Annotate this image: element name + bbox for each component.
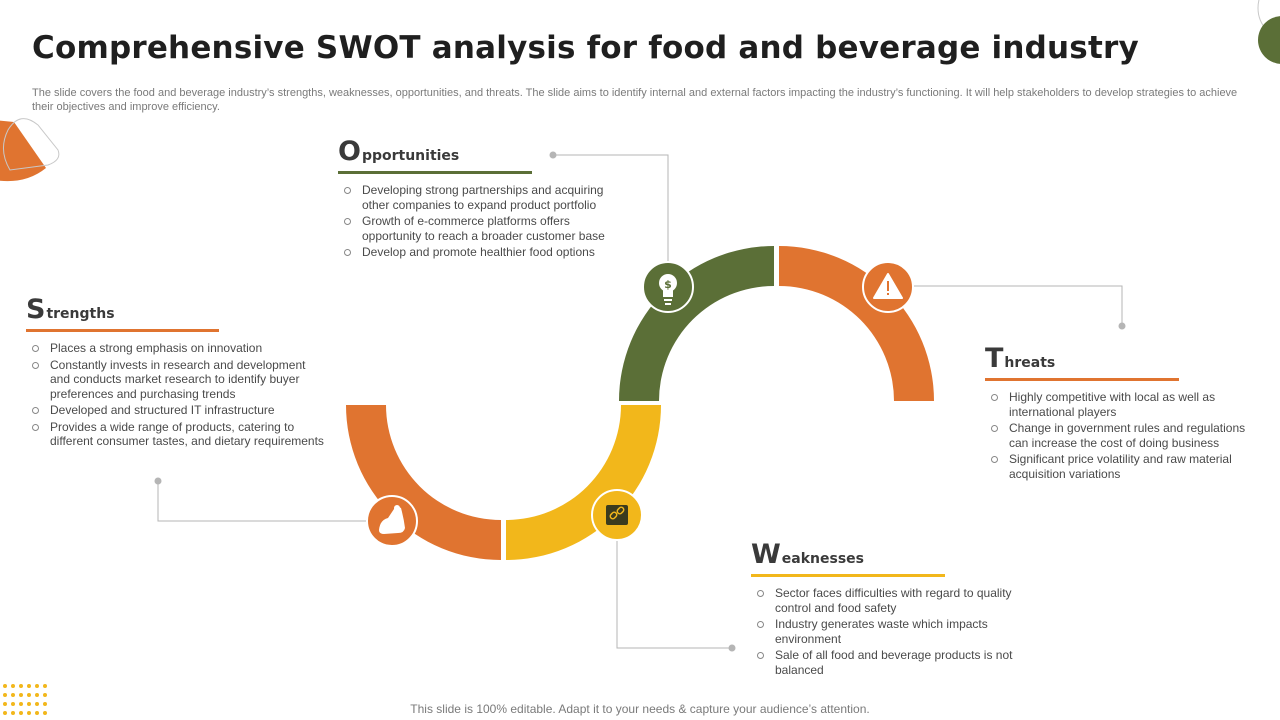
opportunities-section: Opportunities Developing strong partners… [338, 136, 618, 262]
warning-triangle-icon [862, 261, 914, 313]
list-item: Places a strong emphasis on innovation [26, 341, 332, 356]
decor-dot [27, 693, 31, 697]
dot-grid-decoration [3, 684, 53, 720]
svg-text:$: $ [664, 278, 672, 291]
slide-footer: This slide is 100% editable. Adapt it to… [410, 702, 870, 716]
decor-dot [35, 693, 39, 697]
opportunities-heading: Opportunities [338, 136, 618, 169]
decor-dot [19, 684, 23, 688]
corner-triangle-orange [0, 120, 46, 182]
decor-dot [19, 693, 23, 697]
strengths-section: Strengths Places a strong emphasis on in… [26, 294, 332, 451]
decor-dot [43, 684, 47, 688]
list-item: Developed and structured IT infrastructu… [26, 403, 332, 418]
strengths-heading: Strengths [26, 294, 332, 327]
decor-dot [3, 684, 7, 688]
decor-dot [19, 711, 23, 715]
threats-rule [985, 378, 1179, 381]
decor-dot [27, 702, 31, 706]
connector-threats [905, 285, 1123, 326]
strengths-rule [26, 329, 219, 332]
opportunities-initial: O [338, 136, 361, 167]
connector-weaknesses [616, 540, 732, 649]
arc-threats [779, 246, 934, 401]
slide-title: Comprehensive SWOT analysis for food and… [32, 30, 1139, 66]
threats-heading: Threats [985, 343, 1255, 376]
weaknesses-initial: W [751, 539, 781, 570]
threats-label: hreats [1004, 355, 1056, 371]
connector-opportunities [553, 154, 669, 270]
decor-dot [3, 693, 7, 697]
decor-dot [27, 711, 31, 715]
lightbulb-dollar-icon: $ [642, 261, 694, 313]
corner-circle-outline [1257, 0, 1280, 39]
decor-dot [3, 702, 7, 706]
broken-chain-icon [591, 489, 643, 541]
connector-strengths [157, 481, 375, 522]
threats-initial: T [985, 343, 1004, 374]
list-item: Highly competitive with local as well as… [985, 390, 1255, 419]
list-item: Constantly invests in research and devel… [26, 358, 320, 402]
threats-section: Threats Highly competitive with local as… [985, 343, 1255, 483]
arc-strengths [346, 405, 501, 560]
opportunities-label: pportunities [361, 148, 460, 164]
flexed-arm-icon [366, 495, 418, 547]
decor-dot [43, 693, 47, 697]
arc-opportunities [619, 246, 774, 401]
weaknesses-heading: Weaknesses [751, 539, 1021, 572]
decor-dot [11, 684, 15, 688]
slide-subtitle: The slide covers the food and beverage i… [32, 87, 1238, 113]
decor-dot [43, 702, 47, 706]
strengths-initial: S [26, 294, 46, 325]
list-item: Developing strong partnerships and acqui… [338, 183, 618, 212]
corner-triangle-outline [3, 118, 60, 171]
list-item: Provides a wide range of products, cater… [26, 420, 332, 449]
decor-dot [27, 684, 31, 688]
decor-dot [11, 702, 15, 706]
decor-dot [3, 711, 7, 715]
list-item: Change in government rules and regulatio… [985, 421, 1255, 450]
strengths-list: Places a strong emphasis on innovation C… [26, 341, 332, 449]
weaknesses-list: Sector faces difficulties with regard to… [751, 586, 1021, 677]
decor-dot [11, 711, 15, 715]
decor-dot [43, 711, 47, 715]
decor-dot [19, 702, 23, 706]
weaknesses-label: eaknesses [781, 551, 865, 567]
weaknesses-rule [751, 574, 945, 577]
opportunities-rule [338, 171, 532, 174]
list-item: Significant price volatility and raw mat… [985, 452, 1255, 481]
decor-dot [35, 684, 39, 688]
decor-dot [35, 711, 39, 715]
strengths-label: trengths [46, 306, 115, 322]
decor-dot [35, 702, 39, 706]
opportunities-list: Developing strong partnerships and acqui… [338, 183, 618, 260]
list-item: Sector faces difficulties with regard to… [751, 586, 1021, 615]
arc-weaknesses [506, 405, 661, 560]
list-item: Sale of all food and beverage products i… [751, 648, 1021, 677]
list-item: Develop and promote healthier food optio… [338, 245, 618, 260]
threats-list: Highly competitive with local as well as… [985, 390, 1255, 481]
list-item: Growth of e-commerce platforms offers op… [338, 214, 618, 243]
decor-dot [11, 693, 15, 697]
weaknesses-section: Weaknesses Sector faces difficulties wit… [751, 539, 1021, 679]
corner-circle-green [1258, 16, 1280, 64]
list-item: Industry generates waste which impacts e… [751, 617, 1021, 646]
